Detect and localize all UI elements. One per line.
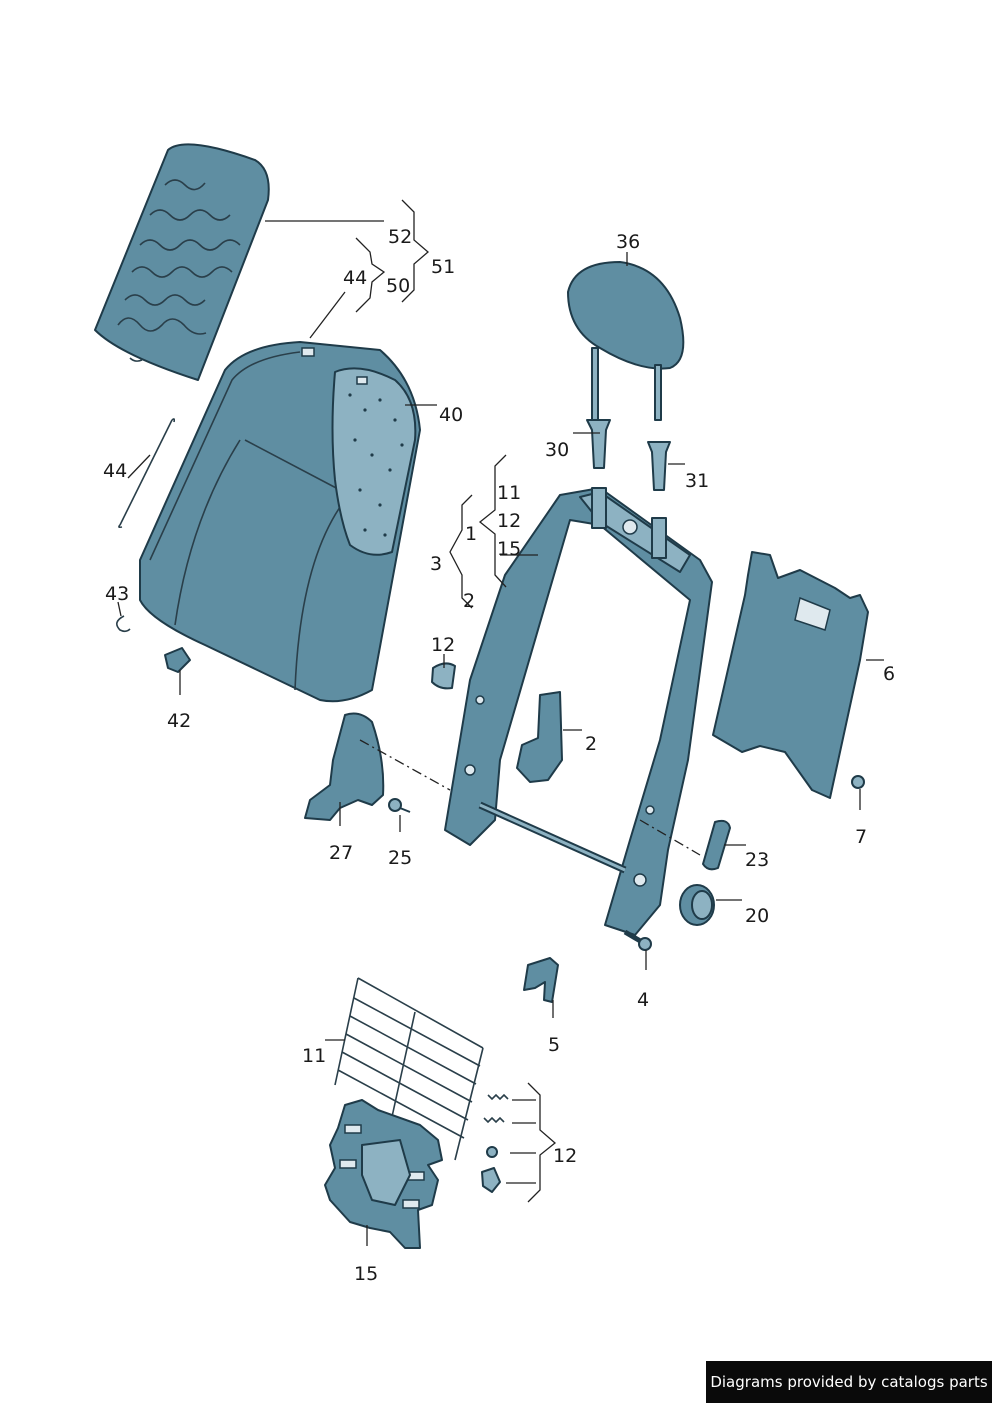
part-25-screw[interactable] (388, 798, 411, 813)
label-44-left: 44 (103, 460, 127, 482)
label-3: 3 (430, 553, 442, 575)
part-shaft (478, 801, 627, 874)
part-4-bolt[interactable] (623, 929, 652, 951)
part-44-wire[interactable] (118, 418, 176, 529)
part-27-trim-panel[interactable] (304, 712, 451, 821)
leader-lines (117, 220, 884, 1246)
part-1-backrest-frame[interactable] (444, 487, 713, 936)
label-31: 31 (685, 470, 709, 492)
label-1: 1 (465, 523, 477, 545)
part-11-lumbar-mesh[interactable] (334, 977, 484, 1161)
part-52-heating-mat[interactable] (94, 143, 270, 381)
label-11-frame: 11 (497, 482, 521, 504)
label-12-springs: 12 (553, 1145, 577, 1167)
label-51: 51 (431, 256, 455, 278)
part-6-backboard[interactable] (712, 551, 869, 799)
label-2-motor: 2 (585, 733, 597, 755)
label-15-lumbar: 15 (354, 1263, 378, 1285)
footer-credit: Diagrams provided by catalogs parts (706, 1361, 992, 1403)
label-44-top: 44 (343, 267, 367, 289)
label-6: 6 (883, 663, 895, 685)
label-42: 42 (167, 710, 191, 732)
label-4: 4 (637, 989, 649, 1011)
label-52: 52 (388, 226, 412, 248)
label-15-frame: 15 (497, 538, 521, 560)
part-labels: 52 51 50 44 36 40 44 30 31 11 12 1 15 3 … (103, 226, 895, 1285)
part-20-knob[interactable] (679, 884, 715, 926)
label-11-lumbar: 11 (302, 1045, 326, 1067)
part-36-headrest[interactable] (567, 261, 685, 421)
label-23: 23 (745, 849, 769, 871)
part-2-recliner-motor[interactable] (516, 691, 563, 783)
label-40: 40 (439, 404, 463, 426)
label-50: 50 (386, 275, 410, 297)
part-30-headrest-guide[interactable] (586, 419, 611, 469)
part-31-headrest-guide[interactable] (647, 441, 671, 491)
part-40-backrest-cushion[interactable] (139, 341, 421, 703)
label-12-clip: 12 (431, 634, 455, 656)
part-23-lever[interactable] (702, 819, 731, 871)
part-15-lumbar-plate[interactable] (324, 1099, 443, 1249)
label-7: 7 (855, 826, 867, 848)
label-27: 27 (329, 842, 353, 864)
label-30: 30 (545, 439, 569, 461)
brace-marks (355, 199, 557, 1203)
label-20: 20 (745, 905, 769, 927)
label-36: 36 (616, 231, 640, 253)
label-25: 25 (388, 847, 412, 869)
part-43-clip[interactable] (116, 615, 131, 633)
part-12-springs[interactable] (481, 1093, 509, 1193)
label-12-frame: 12 (497, 510, 521, 532)
part-12-clip[interactable] (431, 662, 456, 690)
label-43: 43 (105, 583, 129, 605)
part-7-nut[interactable] (851, 775, 865, 789)
part-5-bracket[interactable] (523, 957, 559, 1003)
label-5: 5 (548, 1034, 560, 1056)
label-2-frame: 2 (463, 590, 475, 612)
part-42-clip[interactable] (164, 647, 191, 673)
